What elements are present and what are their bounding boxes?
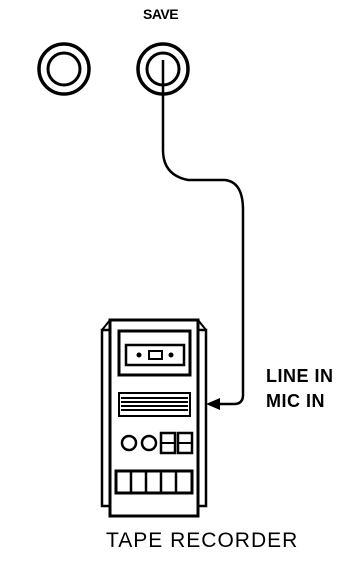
cable <box>163 60 243 404</box>
save-jack-label: SAVE <box>143 6 178 22</box>
line-in-label: LINE IN <box>266 366 334 387</box>
speaker-grille-icon <box>119 393 190 416</box>
tape-recorder <box>102 320 206 516</box>
cable-arrow-icon <box>206 398 220 410</box>
mic-in-label: MIC IN <box>266 391 325 412</box>
left-jack-icon <box>39 44 89 94</box>
tape-recorder-caption: TAPE RECORDER <box>106 529 298 553</box>
knob-1-icon <box>122 436 136 450</box>
switch-2-icon <box>178 433 192 453</box>
function-keys-icon <box>116 471 192 493</box>
cassette-window-icon <box>119 331 190 375</box>
knob-2-icon <box>142 436 156 450</box>
switch-1-icon <box>161 433 175 453</box>
